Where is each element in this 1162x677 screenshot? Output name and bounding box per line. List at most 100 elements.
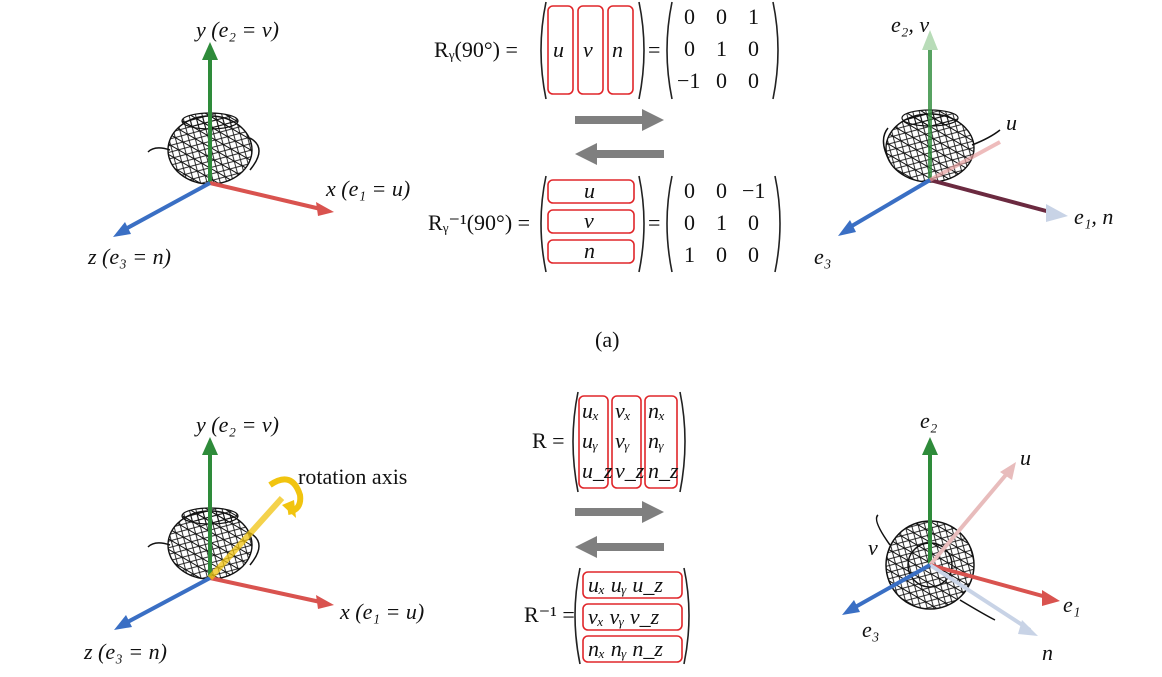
y-axis-label: y (e₂ = v) [194,17,279,42]
e3-axis [849,563,931,612]
e1-axis-head [1042,590,1060,606]
m12: 0 [748,36,759,61]
n12: 0 [748,210,759,235]
equation-R: R = uₓ uᵧ u_z vₓ vᵧ v_z nₓ nᵧ n_z [532,391,686,493]
R-column-box-u [578,395,609,489]
n20: 1 [684,242,695,267]
n-label: n [1042,640,1053,665]
R-v-y: vᵧ [615,428,630,453]
x-axis-label: x (e₁ = u) [339,599,424,624]
Rinv-row-v: vₓ vᵧ v_z [588,604,660,629]
R-column-box-n [644,395,678,489]
row-box-n [547,239,635,264]
n02: −1 [742,178,765,203]
u-axis [929,140,1001,182]
y-axis-head [202,42,218,60]
row-u: u [584,178,595,203]
left-bracket [572,391,579,493]
right-bracket [679,391,686,493]
R-lhs: R = [532,428,565,453]
m02: 1 [748,4,759,29]
Rinv-row-n: nₓ nᵧ n_z [588,636,663,661]
u-label: u [1020,445,1031,470]
e3-label: e₃ [862,617,879,642]
forward-arrow-head [642,109,664,131]
Rinv-row-box-n [582,635,683,663]
R-n-y: nᵧ [648,428,664,453]
e2-axis-head [922,437,938,455]
teapot-wireframe-rotated [882,109,1001,183]
frame-b-left: y (e₂ = v) rotation axis x (e₁ = u) z (e… [83,412,424,664]
R-n-z: n_z [648,458,679,483]
m20: −1 [677,68,700,93]
rotation-axis [207,495,285,581]
z-axis-label: z (e₃ = n) [87,244,171,269]
rotation-y-inverse-lhs: Rᵧ⁻¹(90°) = [428,210,530,235]
panel-b: y (e₂ = v) rotation axis x (e₁ = u) z (e… [83,391,1080,665]
z-axis [119,181,211,234]
panel-a: y (e₂ = v) x (e₁ = u) z (e₃ = n) Rᵧ(90°)… [87,1,1113,352]
n-axis-head [1018,620,1038,636]
left-bracket [540,1,547,100]
matrix-right-bracket [772,1,779,100]
column-box-v [577,5,604,95]
matrix-left-bracket [666,175,673,273]
column-n: n [612,37,623,62]
u-axis [928,468,1012,567]
R-v-x: vₓ [615,398,631,423]
frame-a-right: e₂, v u e₁, n e₃ [814,12,1113,269]
e1-axis-head [1046,204,1068,222]
m01: 0 [716,4,727,29]
R-u-x: uₓ [582,398,599,423]
backward-arrow-head [575,143,597,165]
transform-arrows-a [575,109,664,165]
x-axis-head [316,595,334,609]
x-axis [209,181,326,212]
column-u: u [553,37,564,62]
e2-v-label: e₂, v [891,12,929,37]
matrix-ry-inverse: 0 0 −1 0 1 0 1 0 0 [684,178,765,267]
row-v: v [584,208,594,233]
backward-arrow-shaft [594,150,664,158]
equals-sign: = [648,210,660,235]
forward-arrow-shaft [575,116,645,124]
teapot-wireframe [147,112,260,185]
n00: 0 [684,178,695,203]
e3-label: e₃ [814,244,831,269]
Rinv-row-box-v [582,603,683,631]
x-axis [209,576,326,605]
R-n-x: nₓ [648,398,665,423]
x-axis-head [316,202,334,216]
z-axis-head [113,222,131,237]
n10: 0 [684,210,695,235]
y-axis-label: y (e₂ = v) [194,412,279,437]
column-box-u [547,5,574,95]
backward-arrow-shaft [594,543,664,551]
right-bracket [638,1,645,100]
m00: 0 [684,4,695,29]
forward-arrow-shaft [575,508,645,516]
equals-sign: = [648,37,660,62]
R-u-z: u_z [582,458,613,483]
z-axis-head [114,615,132,630]
e2-label: e₂ [920,408,938,433]
equation-rotation-y: Rᵧ(90°) = u v n = 0 0 1 0 1 0 −1 0 0 [434,1,779,100]
row-box-u [547,179,635,204]
R-column-box-v [611,395,642,489]
n22: 0 [748,242,759,267]
x-axis-label: x (e₁ = u) [325,176,410,201]
e3-axis [843,178,932,232]
z-axis [121,576,211,627]
e1-axis [929,178,1051,214]
frame-a-left: y (e₂ = v) x (e₁ = u) z (e₃ = n) [87,17,410,269]
rotation-arrowhead-icon [282,500,296,518]
n01: 0 [716,178,727,203]
frame-b-right: e₂ u v e₁ e₃ n [842,408,1080,665]
e3-axis-head [838,220,856,236]
v-label: v [868,535,878,560]
equation-rotation-y-inverse: Rᵧ⁻¹(90°) = u v n = 0 0 −1 0 1 0 1 0 0 [428,175,781,273]
matrix-ry: 0 0 1 0 1 0 −1 0 0 [677,4,759,93]
row-box-v [547,209,635,234]
R-u-y: uᵧ [582,428,598,453]
